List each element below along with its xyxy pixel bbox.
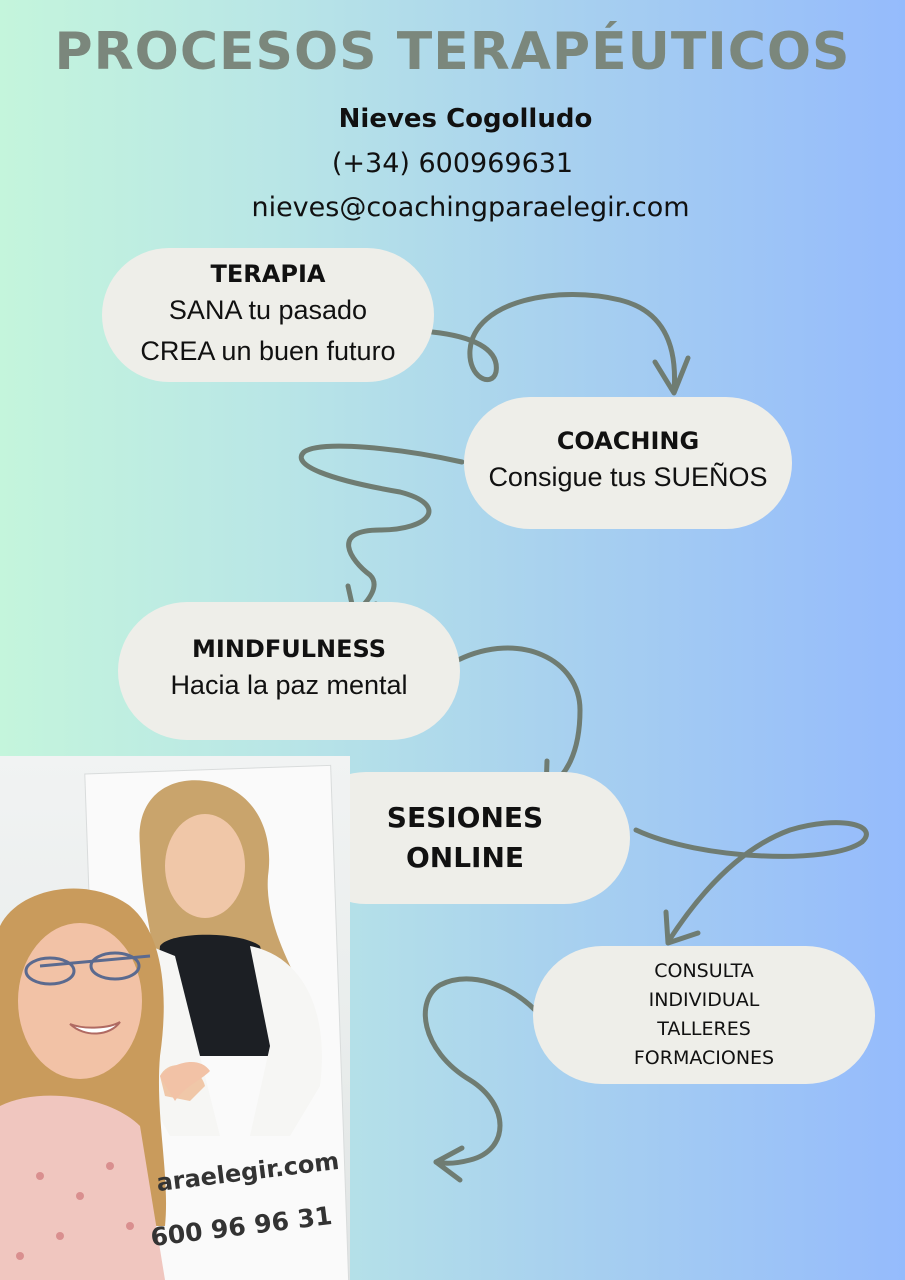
arrow-head-4: [663, 909, 701, 946]
portrait-photo: araelegir.com 600 96 96 31: [0, 756, 350, 1280]
step-consulta-line-2: INDIVIDUAL: [648, 989, 760, 1011]
step-online-heading-2: ONLINE: [405, 841, 525, 874]
step-mindfulness-heading: MINDFULNESS: [192, 635, 386, 663]
step-mindfulness-line-1: Hacia la paz mental: [170, 670, 408, 700]
contact-name: Nieves Cogolludo: [338, 104, 593, 134]
step-terapia-line-1: SANA tu pasado: [168, 295, 368, 325]
step-terapia-heading: TERAPIA: [210, 260, 326, 288]
arrow-head-1: [652, 355, 691, 396]
arrow-mind-online: [455, 645, 583, 793]
step-consulta-line-1: CONSULTA: [654, 960, 754, 982]
step-coaching-heading: COACHING: [556, 427, 700, 455]
contact-phone: (+34) 600969631: [331, 148, 574, 179]
contact-email: nieves@coachingparaelegir.com: [251, 192, 690, 223]
step-terapia-line-2: CREA un buen futuro: [140, 336, 396, 366]
step-terapia: TERAPIA SANA tu pasado CREA un buen futu…: [102, 248, 434, 382]
page-title: PROCESOS TERAPÉUTICOS: [54, 22, 851, 82]
step-online-heading-1: SESIONES: [386, 801, 544, 834]
arrow-online-consulta: [633, 820, 869, 945]
arrow-coaching-mind: [298, 443, 465, 615]
step-consulta-line-4: FORMACIONES: [633, 1047, 775, 1069]
step-mindfulness: MINDFULNESS Hacia la paz mental: [118, 602, 460, 740]
step-sesiones-online: SESIONES ONLINE: [300, 772, 630, 904]
step-coaching-line-1: Consigue tus SUEÑOS: [488, 462, 768, 492]
portrait-illustration: [0, 780, 322, 1280]
arrow-terapia-coaching: [429, 291, 678, 395]
arrow-head-5: [433, 1145, 465, 1183]
arrow-consulta-photo: [422, 976, 538, 1166]
step-consulta: CONSULTA INDIVIDUAL TALLERES FORMACIONES: [533, 946, 875, 1084]
step-coaching: COACHING Consigue tus SUEÑOS: [464, 397, 792, 529]
step-consulta-line-3: TALLERES: [657, 1018, 751, 1040]
